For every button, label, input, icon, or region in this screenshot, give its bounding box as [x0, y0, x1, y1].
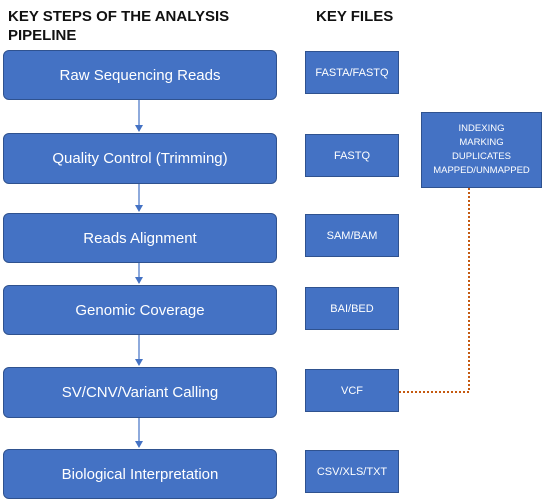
step-quality-control: Quality Control (Trimming) — [3, 133, 277, 184]
step-genomic-coverage: Genomic Coverage — [3, 285, 277, 335]
dotted-connector — [399, 188, 470, 393]
file-fasta-fastq: FASTA/FASTQ — [305, 51, 399, 94]
file-bai-bed: BAI/BED — [305, 287, 399, 330]
files-heading: KEY FILES — [316, 8, 394, 25]
processing-note: INDEXING MARKING DUPLICATES MAPPED/UNMAP… — [421, 112, 542, 188]
step-reads-alignment: Reads Alignment — [3, 213, 277, 263]
file-vcf: VCF — [305, 369, 399, 412]
note-line: MAPPED/UNMAPPED — [433, 165, 530, 176]
step-raw-sequencing-reads: Raw Sequencing Reads — [3, 50, 277, 100]
steps-heading: KEY STEPS OF THE ANALYSIS PIPELINE — [8, 8, 230, 44]
note-line: DUPLICATES — [452, 151, 511, 162]
step-variant-calling: SV/CNV/Variant Calling — [3, 367, 277, 418]
file-sam-bam: SAM/BAM — [305, 214, 399, 257]
step-biological-interpretation: Biological Interpretation — [3, 449, 277, 499]
file-fastq: FASTQ — [305, 134, 399, 177]
file-csv-xls-txt: CSV/XLS/TXT — [305, 450, 399, 493]
note-line: INDEXING — [458, 123, 505, 134]
note-line: MARKING — [459, 137, 504, 148]
